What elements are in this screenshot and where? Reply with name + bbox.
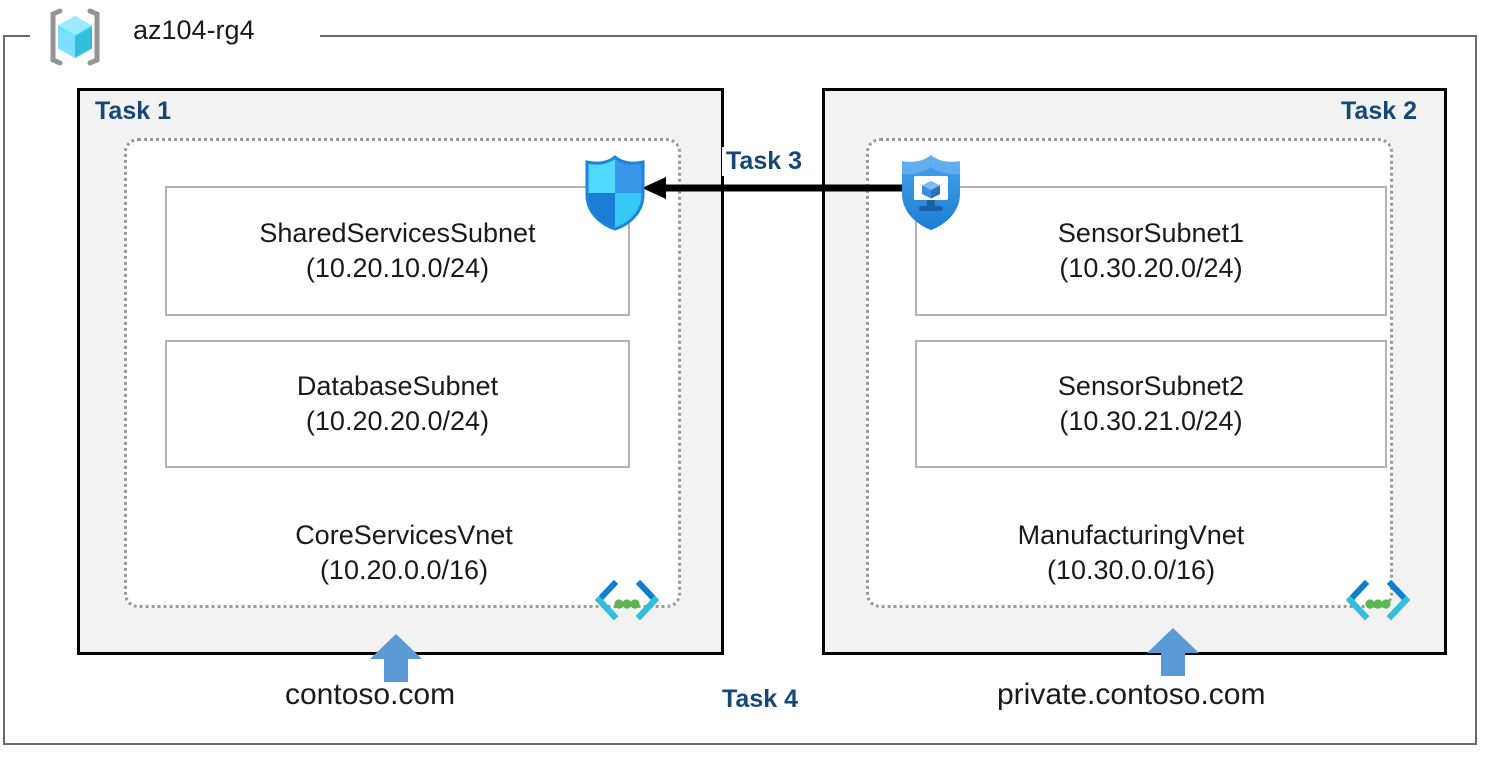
vnet-address-space: (10.30.0.0/16)	[1046, 554, 1216, 585]
peering-arrow-icon	[640, 172, 912, 204]
application-security-group-shield-icon	[897, 152, 965, 232]
subnet-name: SensorSubnet2	[1057, 371, 1245, 402]
subnet-address-space: (10.30.20.0/24)	[1059, 253, 1243, 283]
azure-resource-group-icon	[44, 8, 106, 66]
vnet-name: ManufacturingVnet	[1017, 520, 1245, 550]
dns-link-arrow-icon	[1147, 628, 1199, 676]
dns-zone-contoso: contoso.com	[285, 678, 456, 711]
dns-link-arrow-icon	[370, 634, 422, 682]
subnet-name: SensorSubnet1	[1057, 218, 1245, 249]
manufacturing-vnet-label: ManufacturingVnet (10.30.0.0/16)	[906, 518, 1356, 587]
database-subnet: DatabaseSubnet (10.20.20.0/24)	[165, 340, 630, 468]
sensor-subnet-2: SensorSubnet2 (10.30.21.0/24)	[915, 340, 1387, 468]
network-security-group-shield-icon	[582, 155, 648, 231]
task-1-label: Task 1	[95, 97, 171, 125]
dns-zone-private-contoso: private.contoso.com	[997, 678, 1266, 711]
shared-services-subnet: SharedServicesSubnet (10.20.10.0/24)	[165, 186, 630, 316]
subnet-name: SharedServicesSubnet	[259, 218, 536, 249]
sensor-subnet-1: SensorSubnet1 (10.30.20.0/24)	[915, 186, 1387, 316]
task-2-label: Task 2	[1341, 97, 1417, 125]
task-4-label: Task 4	[722, 685, 798, 713]
virtual-network-icon	[594, 579, 660, 624]
subnet-address-space: (10.20.20.0/24)	[305, 406, 490, 436]
virtual-network-icon	[1345, 579, 1411, 624]
subnet-address-space: (10.20.10.0/24)	[305, 253, 490, 283]
task-3-label: Task 3	[722, 147, 806, 176]
resource-group-boundary	[3, 35, 1477, 745]
resource-group-name: az104-rg4	[133, 15, 255, 45]
subnet-name: DatabaseSubnet	[296, 371, 499, 402]
vnet-address-space: (10.20.0.0/16)	[319, 554, 489, 585]
core-services-vnet-label: CoreServicesVnet (10.20.0.0/16)	[164, 518, 644, 587]
vnet-name: CoreServicesVnet	[295, 520, 513, 550]
subnet-address-space: (10.30.21.0/24)	[1059, 406, 1243, 436]
